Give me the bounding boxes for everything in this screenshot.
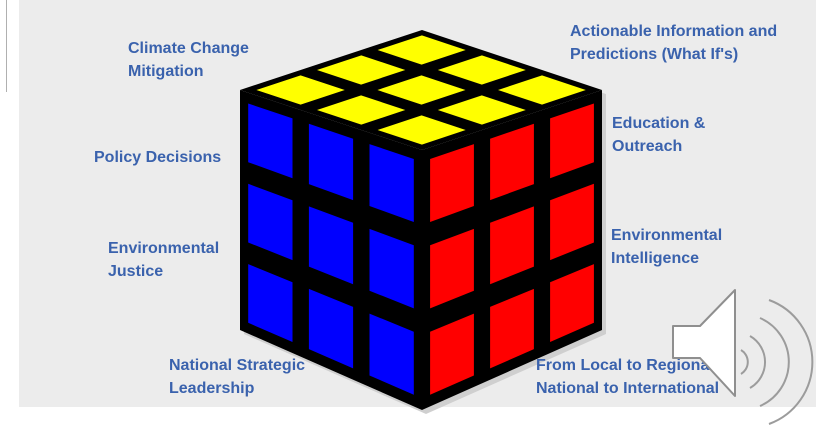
right-sticker [490, 206, 534, 285]
left-sticker [308, 288, 354, 369]
right-sticker [430, 144, 474, 222]
top-sticker [437, 95, 526, 125]
label-policy-decisions: Policy Decisions [94, 149, 222, 166]
left-sticker [369, 228, 414, 309]
top-sticker [377, 115, 466, 145]
right-sticker [430, 313, 474, 395]
top-sticker [498, 75, 586, 105]
right-sticker [550, 264, 594, 342]
slide-edge [0, 0, 7, 92]
right-sticker [430, 228, 474, 309]
right-sticker [490, 123, 534, 201]
left-sticker [308, 123, 354, 201]
left-sticker [248, 183, 293, 261]
right-sticker [490, 288, 534, 369]
top-sticker [377, 35, 466, 65]
left-sticker [248, 103, 293, 179]
right-sticker [550, 103, 594, 179]
left-sticker [369, 313, 414, 395]
right-sticker [550, 183, 594, 261]
left-sticker [308, 206, 354, 285]
top-sticker [377, 75, 466, 105]
left-sticker [369, 144, 414, 222]
left-sticker [248, 264, 293, 342]
top-sticker [317, 95, 406, 125]
top-sticker [256, 75, 345, 105]
label-education-outreach: Education &Outreach [612, 115, 706, 155]
top-sticker [437, 55, 526, 85]
top-sticker [317, 55, 406, 85]
